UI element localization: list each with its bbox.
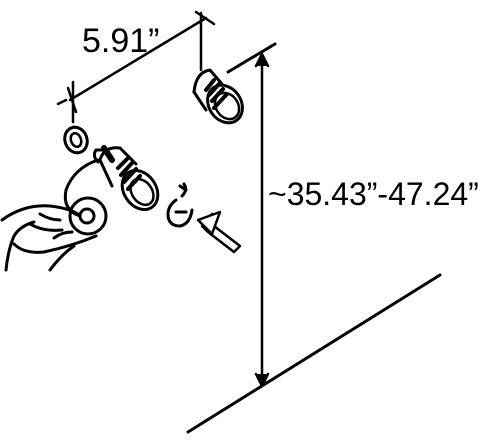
spacing-dimension: [56, 10, 216, 124]
wall-edge-lines: [186, 42, 442, 434]
ring-washer-icon: [63, 125, 89, 155]
insert-direction-arrow-icon: [196, 210, 242, 254]
threaded-fitting-icon: [192, 68, 244, 125]
cam-clip-icon: [166, 182, 194, 228]
hand-wrapping-tape-icon: [0, 158, 108, 272]
fitting-spacing-label: 5.91”: [82, 22, 160, 60]
threaded-fitting-icon: [92, 145, 160, 211]
height-dimension: [254, 52, 270, 388]
mount-height-label: ~35.43”-47.24”: [268, 176, 479, 212]
